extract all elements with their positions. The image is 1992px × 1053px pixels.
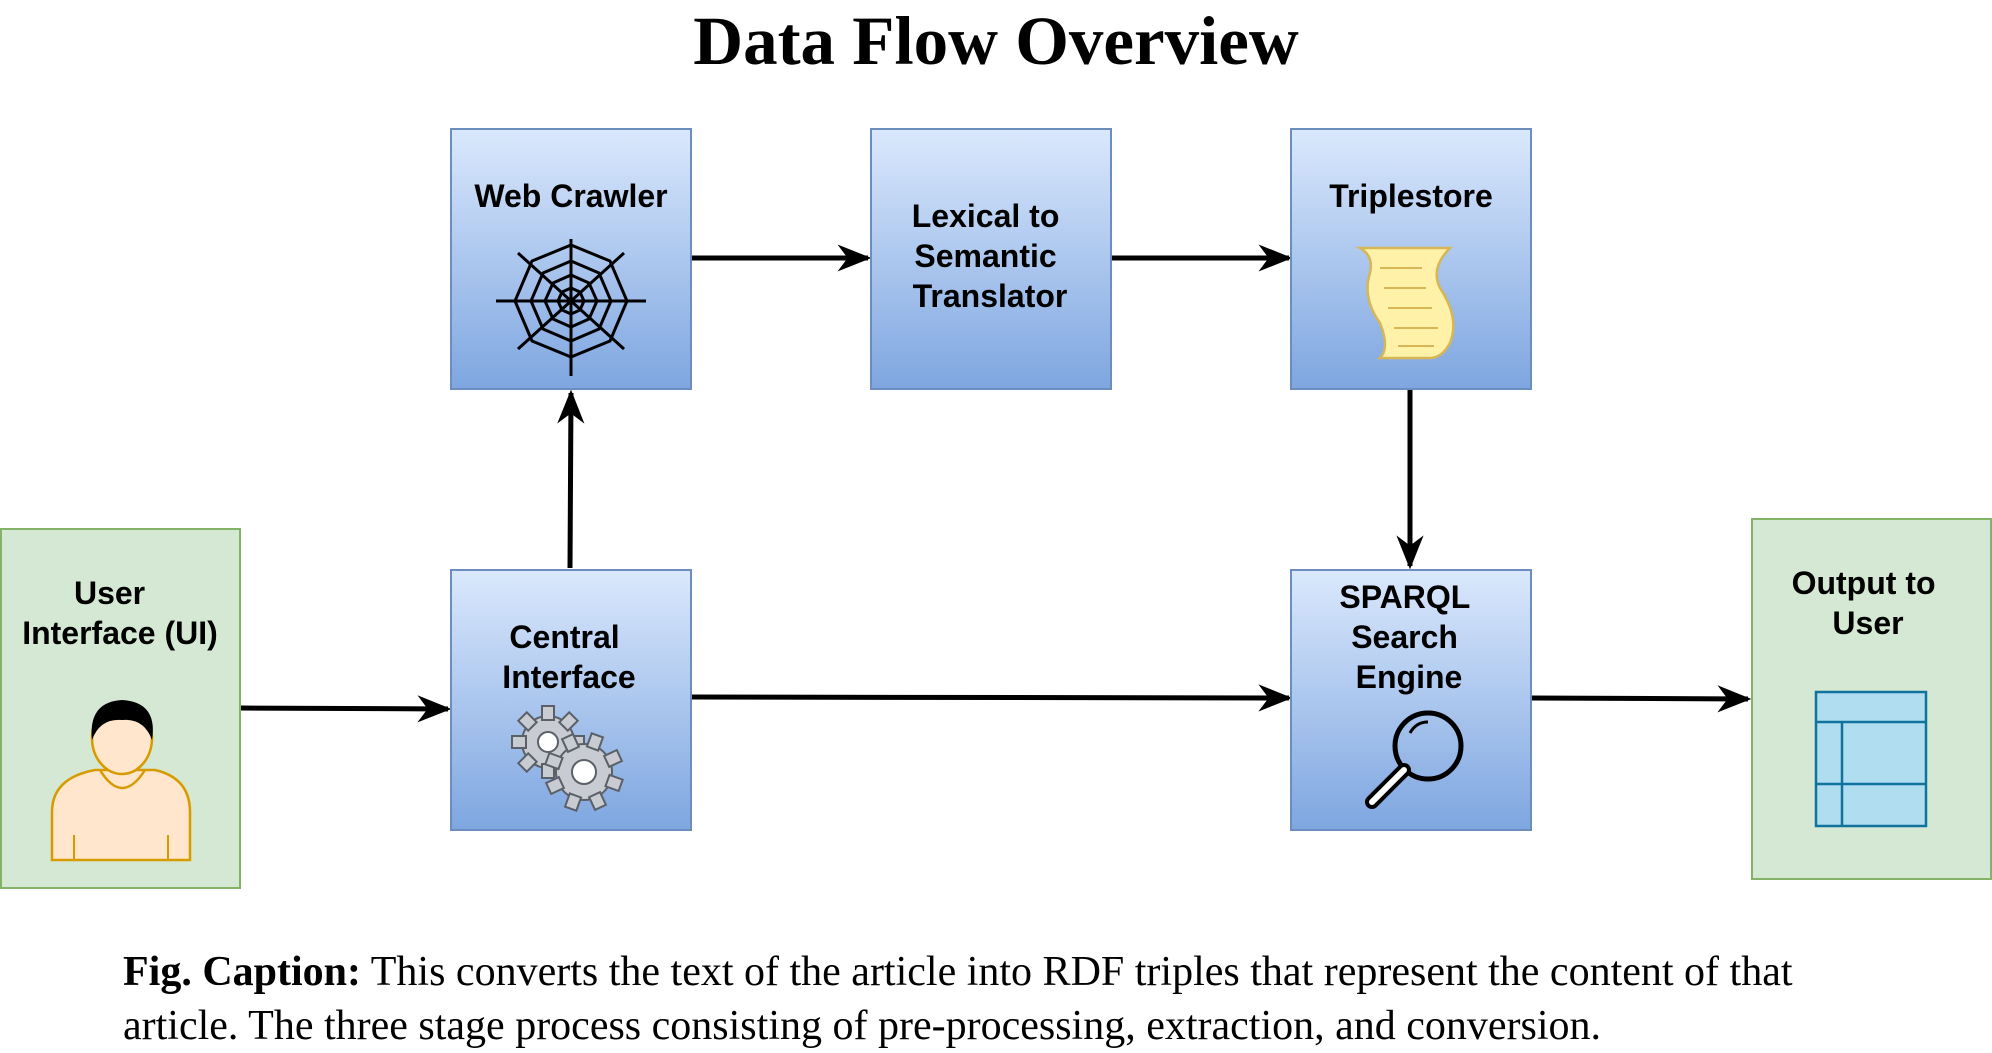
user-icon	[50, 700, 192, 862]
node-output-label: Output to User	[1792, 565, 1945, 641]
caption-text: This converts the text of the article in…	[123, 949, 1793, 1049]
node-lexical-label: Lexical to Semantic Translator	[912, 198, 1069, 314]
node-ui-label: User Interface (UI)	[22, 575, 218, 651]
arrow-central-to-sparql	[689, 684, 1293, 712]
node-sparql-label: SPARQL Search Engine	[1339, 579, 1478, 695]
page-title: Data Flow Overview	[693, 3, 1299, 79]
caption-lead: Fig. Caption:	[123, 949, 362, 995]
node-central-interface[interactable]: Central Interface	[450, 569, 692, 831]
node-lexical-translator[interactable]: Lexical to Semantic Translator	[870, 128, 1112, 390]
spider-web-icon	[496, 239, 646, 376]
arrow-ui-to-central	[239, 695, 452, 723]
node-web-crawler-label: Web Crawler	[474, 178, 667, 214]
gear-icon	[511, 705, 624, 812]
figure-caption: Fig. Caption: This converts the text of …	[123, 945, 1903, 1053]
node-user-interface[interactable]: User Interface (UI)	[0, 528, 241, 889]
node-triplestore[interactable]: Triplestore	[1290, 128, 1532, 390]
node-central-label: Central Interface	[502, 619, 635, 695]
node-web-crawler[interactable]: Web Crawler	[450, 128, 692, 390]
arrow-central-to-crawler	[557, 389, 585, 569]
node-output-to-user[interactable]: Output to User	[1751, 518, 1992, 880]
edges	[239, 244, 1752, 723]
arrow-sparql-to-output	[1529, 685, 1752, 713]
scroll-icon	[1355, 246, 1455, 360]
table-icon	[1814, 690, 1928, 828]
node-sparql-engine[interactable]: SPARQL Search Engine	[1290, 569, 1532, 831]
magnifier-icon	[1365, 710, 1464, 809]
node-triplestore-label: Triplestore	[1329, 178, 1493, 214]
